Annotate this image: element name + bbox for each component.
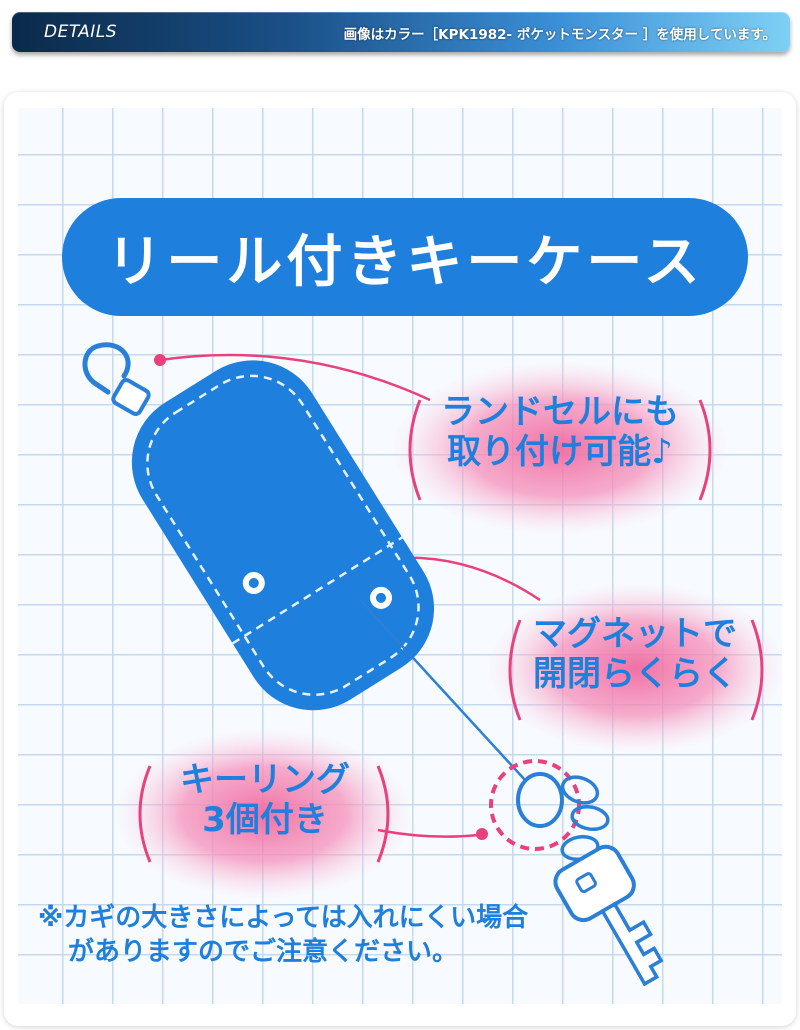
callout-line: キーリング [180,760,350,800]
key-ring-icon-3 [570,804,610,832]
key-icon [553,844,664,987]
callout-magnet: マグネットで 開閉らくらく [512,614,758,694]
callout-arc-2 [508,619,522,721]
callout-arc-2b [750,619,764,721]
header-bar: DETAILS 画像はカラー［KPK1982- ポケットモンスター ］を使用して… [12,12,790,52]
footnote: ※カギの大きさによっては入れにくい場合 がありますのでご注意ください。 [38,902,598,970]
callout-glow-1 [390,360,730,536]
leader-line-1 [159,353,431,402]
callout-line: マグネットで [533,614,737,654]
callout-line: 取り付け可能♪ [447,432,673,473]
product-title: リール付きキーケース [106,229,704,295]
callout-line: 開閉らくらく [533,654,737,695]
callout-keyring: キーリング 3個付き [150,760,380,840]
leader-line-3 [377,828,479,838]
color-note: 画像はカラー［KPK1982- ポケットモンスター ］を使用しています。 [343,27,776,43]
callout-arc-3b [376,765,390,863]
callout-arc-1b [698,399,712,501]
key-case-icon [131,360,435,711]
leader-dot-1 [154,354,166,366]
clasp-icon [82,342,151,416]
reel-cord [359,599,526,781]
callout-arc-1 [408,399,422,501]
key-ring-icon-2 [560,775,600,805]
callout-line: ランドセルにも [441,392,679,432]
leader-dot-3 [476,828,488,840]
callout-glow-2 [486,582,786,754]
callout-line: 3個付き [202,800,328,841]
footnote-line: ※カギの大きさによっては入れにくい場合 [38,903,529,933]
section-title: DETAILS [44,22,118,42]
product-title-pill: リール付きキーケース [62,198,748,316]
ring-highlight [489,759,581,851]
footnote-line: がありますのでご注意ください。 [68,936,459,967]
callout-arc-3 [138,765,152,863]
callout-glow-3 [114,728,414,900]
callout-randoseru: ランドセルにも 取り付け可能♪ [420,392,700,472]
key-ring-icon [516,772,564,828]
